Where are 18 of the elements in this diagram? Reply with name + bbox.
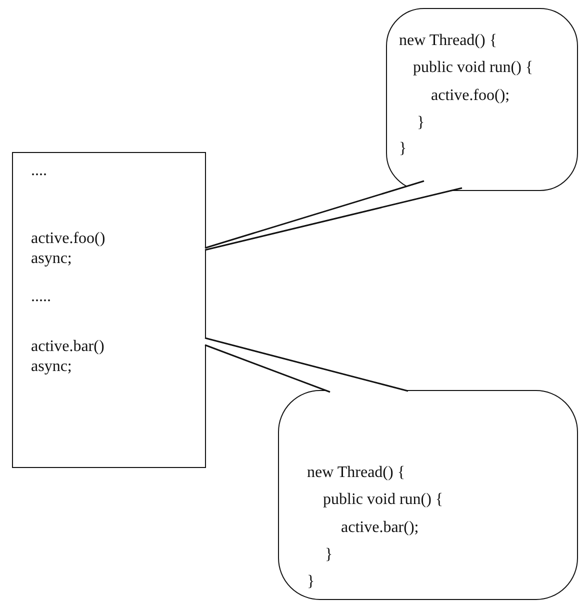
code-line: new Thread() {: [307, 463, 406, 483]
code-line: ....: [31, 161, 48, 181]
code-line: }: [399, 139, 407, 159]
code-line: new Thread() {: [399, 31, 498, 51]
code-line: active.bar() async;: [31, 337, 106, 377]
code-line: }: [325, 545, 333, 565]
callout-tail: [204, 180, 463, 251]
code-line: public void run() {: [323, 490, 444, 510]
code-line: }: [417, 113, 425, 133]
code-line: public void run() {: [413, 58, 534, 78]
callout-tail: [204, 337, 409, 393]
code-line: .....: [31, 287, 52, 307]
code-box: [12, 152, 206, 468]
code-line: active.foo();: [431, 86, 510, 106]
code-line: active.bar();: [341, 518, 419, 538]
code-line: }: [307, 572, 315, 592]
speech-bubble: [386, 8, 578, 191]
code-line: active.foo() async;: [31, 229, 106, 269]
